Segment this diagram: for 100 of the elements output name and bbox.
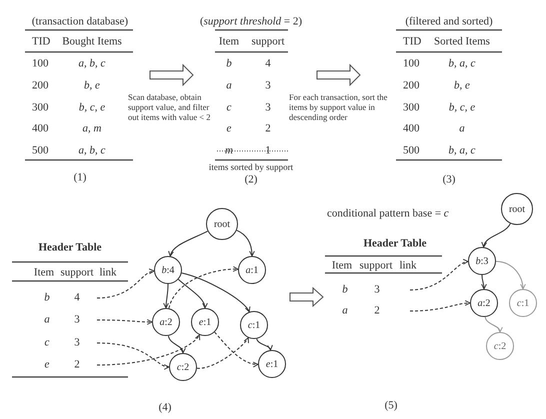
column-header: Item: [332, 260, 352, 272]
step-description: Scan database, obtain support value, and filter out items with value < 2: [128, 92, 212, 123]
dashed-arrow: [410, 260, 468, 290]
column-header: TID: [403, 36, 422, 48]
table-value: 400: [403, 122, 420, 136]
panel-number: (1): [74, 172, 86, 184]
tree-node-circle: a:1: [238, 256, 266, 284]
column-header: TID: [32, 36, 50, 48]
table-value: 400: [32, 122, 48, 136]
tree-node-circle: c:2: [169, 353, 197, 381]
table-title: Header Table: [363, 238, 427, 250]
table-value: b: [44, 292, 50, 304]
tree-node-circle: c:2: [486, 332, 514, 360]
arrow: [168, 335, 186, 354]
table-value: b, c, e: [78, 102, 106, 114]
table-value: 1: [265, 144, 271, 158]
tree-node-circle: root: [501, 193, 533, 225]
table-title: Header Table: [38, 242, 102, 254]
table-value: b, a, c: [448, 144, 476, 158]
dashed-arrow: [410, 300, 470, 312]
column-header: link: [399, 260, 417, 272]
panel-number: (2): [244, 174, 258, 186]
table-value: a, m: [82, 122, 102, 136]
tree-node-circle: b:4: [154, 256, 182, 284]
table-value: a: [226, 80, 232, 92]
dashed-arrow: [96, 269, 155, 298]
table-value: a: [44, 314, 50, 326]
tree-node-circle: e:1: [258, 350, 286, 378]
table-value: 300: [32, 102, 48, 114]
dashed-arrow: [214, 332, 258, 367]
panel-number: (5): [384, 400, 398, 412]
column-header: Bought Items: [62, 36, 122, 48]
table-value: 100: [403, 58, 420, 70]
table-value: b, e: [454, 80, 470, 92]
table-value: a: [342, 304, 348, 318]
column-header: support: [360, 260, 392, 272]
table-value: 300: [403, 102, 420, 114]
panel-number: (4): [158, 402, 172, 414]
tree-node-circle: e:1: [191, 308, 219, 336]
table-value: e: [226, 122, 232, 136]
tree-node-circle: c:1: [240, 311, 268, 339]
table-value: b: [342, 284, 348, 296]
column-header: support: [252, 36, 284, 48]
dashed-arrow: [196, 337, 249, 369]
table-value: e: [44, 358, 50, 372]
table-value: 2: [74, 358, 80, 372]
arrow: [181, 272, 250, 312]
panel-number: (3): [442, 174, 456, 186]
arrow: [236, 230, 255, 256]
table-value: c: [44, 336, 50, 350]
table-value: 3: [265, 102, 271, 114]
tree-node-circle: c:1: [509, 289, 537, 317]
table-value: c: [226, 102, 232, 114]
table-value: 200: [32, 80, 48, 92]
tree-node-circle: a:2: [470, 289, 498, 317]
table-value: 2: [265, 122, 271, 136]
table-caption: (support threshold = 2): [200, 16, 302, 28]
arrow: [163, 284, 169, 308]
column-header: Item: [34, 266, 54, 280]
table-value: 3: [74, 336, 80, 350]
table-caption: (filtered and sorted): [405, 16, 493, 28]
column-header: Item: [218, 36, 240, 48]
tree-node-circle: b:3: [468, 247, 496, 275]
column-header: Sorted Items: [434, 36, 490, 48]
step-description: For each transaction, sort the items by support value in descending order: [289, 92, 388, 123]
table-value: b, a, c: [448, 58, 476, 70]
arrow: [178, 278, 208, 308]
column-header: support: [60, 266, 94, 280]
dashed-arrow: [96, 319, 152, 325]
table-value: 500: [32, 144, 48, 158]
arrow: [482, 223, 511, 248]
table-value: 3: [374, 284, 380, 296]
dashed-arrow: [96, 334, 200, 366]
table-value: 100: [32, 58, 48, 70]
table-caption: items sorted by support: [208, 162, 294, 172]
table-value: b, e: [84, 80, 100, 92]
table-value: b: [226, 58, 232, 70]
arrow: [256, 338, 272, 351]
table-value: 500: [403, 144, 420, 158]
column-header: link: [99, 266, 117, 280]
table-value: 200: [403, 80, 420, 92]
annotation-text: conditional pattern base = c: [327, 208, 449, 220]
arrow: [481, 274, 487, 290]
table-caption: (transaction database): [32, 16, 128, 28]
table-value: b, c, e: [448, 102, 476, 114]
table-value: a, b, c: [78, 58, 106, 70]
table-value: a, b, c: [78, 144, 106, 158]
arrow: [484, 316, 502, 332]
tree-node-circle: root: [206, 208, 238, 240]
table-value: a: [459, 122, 465, 136]
table-value: 3: [74, 314, 80, 326]
table-value: 2: [374, 304, 380, 318]
tree-node-circle: a:2: [152, 308, 180, 336]
table-value: m: [225, 144, 233, 158]
arrow: [496, 260, 526, 290]
table-value: 4: [265, 58, 271, 70]
table-value: 3: [265, 80, 271, 92]
arrow: [168, 230, 208, 257]
dashed-arrow: [96, 342, 170, 370]
table-value: 4: [74, 292, 80, 304]
